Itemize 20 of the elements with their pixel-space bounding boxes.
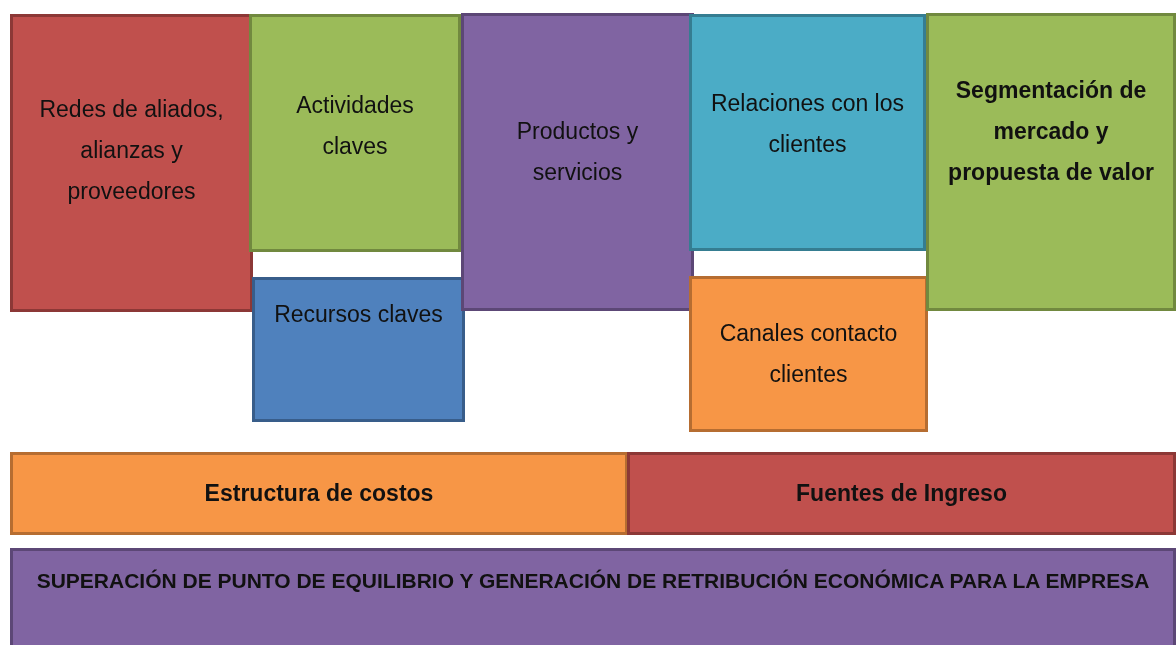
block-title: Canales contacto clientes (718, 319, 899, 389)
canvas-block (926, 13, 1176, 311)
block-title: Relaciones con los clientes (709, 89, 906, 159)
canvas-block (689, 14, 926, 251)
block-title: SUPERACIÓN DE PUNTO DE EQUILIBRIO Y GENERACIÓN DE RETRIBUCIÓN ECONÓMICA PARA LA EMPRESA (36, 568, 1150, 594)
canvas-block (252, 277, 465, 422)
block-title: Productos y servicios (515, 117, 640, 187)
canvas-block (627, 452, 1176, 535)
canvas-block (10, 548, 1176, 645)
block-title: Segmentación de mercado y propuesta de valor (947, 76, 1155, 187)
block-title: Recursos claves (274, 300, 443, 329)
canvas-block (10, 452, 628, 535)
canvas-block (689, 276, 928, 432)
canvas-block (461, 13, 694, 311)
block-title: Fuentes de Ingreso (796, 479, 1007, 508)
block-title: Actividades claves (295, 91, 415, 161)
canvas-block (10, 14, 253, 312)
block-title: Redes de aliados, alianzas y proveedores (38, 95, 225, 206)
block-title: Estructura de costos (204, 479, 434, 508)
canvas-block (249, 14, 461, 252)
